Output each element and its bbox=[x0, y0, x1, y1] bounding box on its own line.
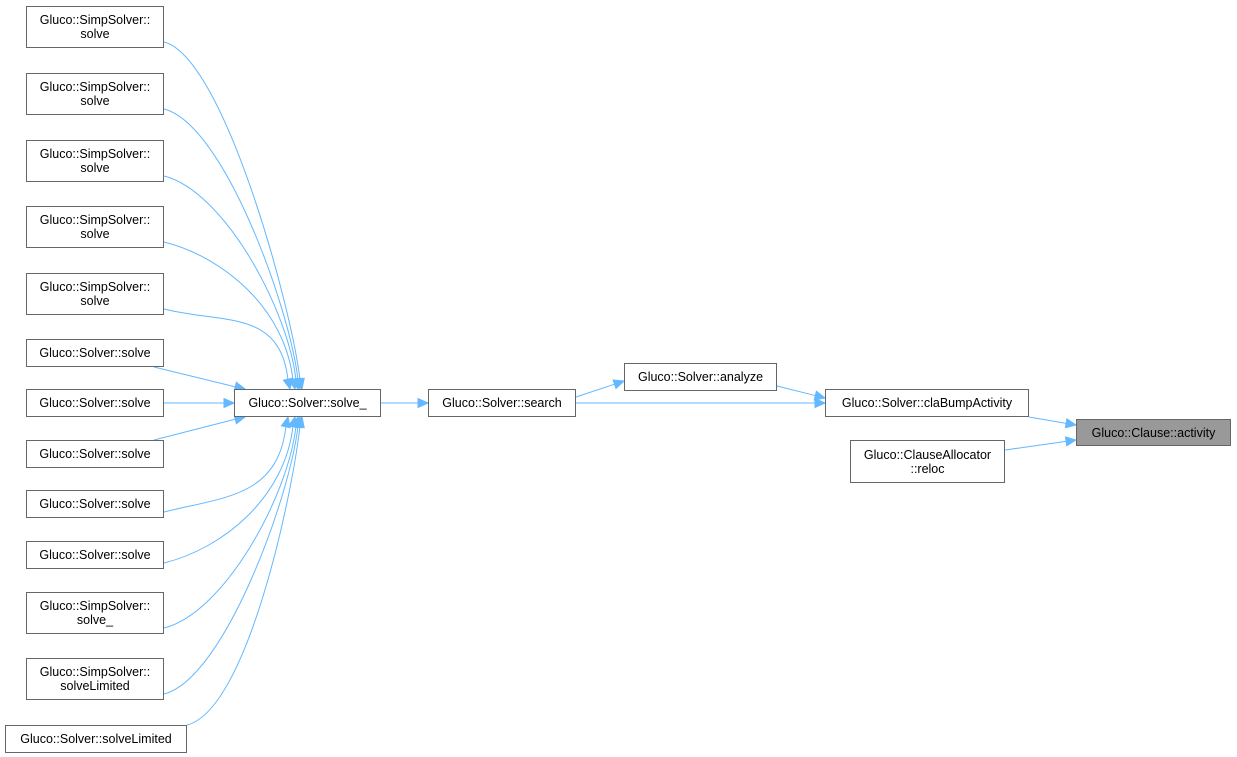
node-label: solve bbox=[80, 161, 110, 175]
edge-arrowhead bbox=[280, 415, 291, 429]
function-node[interactable]: Gluco::SimpSolver::solveLimited bbox=[26, 658, 164, 700]
function-node[interactable]: Gluco::Solver::search bbox=[428, 389, 576, 417]
node-label: Gluco::Solver::solveLimited bbox=[20, 732, 172, 746]
call-edge bbox=[153, 366, 237, 388]
node-label: solve bbox=[80, 294, 110, 308]
edge-arrowhead bbox=[813, 390, 827, 401]
edge-arrowhead bbox=[1064, 418, 1078, 429]
node-label: Gluco::Solver::solve bbox=[39, 447, 151, 461]
edge-arrowhead bbox=[282, 377, 293, 391]
node-label: ::reloc bbox=[910, 461, 945, 476]
node-label: Gluco::Solver::solve bbox=[39, 548, 151, 562]
node-label: Gluco::SimpSolver:: bbox=[39, 147, 151, 161]
function-node[interactable]: Gluco::SimpSolver::solve bbox=[26, 6, 164, 48]
call-edge bbox=[163, 425, 287, 513]
node-label: solve bbox=[80, 94, 110, 108]
function-node[interactable]: Gluco::SimpSolver::solve bbox=[26, 140, 164, 182]
call-edge bbox=[163, 41, 301, 381]
function-node[interactable]: Gluco::Solver::solve bbox=[26, 339, 164, 367]
call-edge bbox=[163, 425, 299, 695]
node-label: Gluco::Solver::solve_ bbox=[248, 396, 367, 410]
node-label: solve_ bbox=[76, 613, 114, 627]
node-label: Gluco::SimpSolver:: bbox=[39, 280, 151, 294]
current-function-node: Gluco::Clause::activity bbox=[1076, 419, 1231, 446]
edge-arrowhead bbox=[612, 379, 626, 390]
call-edge bbox=[186, 425, 301, 726]
function-node[interactable]: Gluco::Solver::analyze bbox=[624, 363, 777, 391]
call-edge bbox=[163, 175, 297, 381]
node-label: Gluco::Solver::claBumpActivity bbox=[841, 396, 1013, 410]
call-edge bbox=[163, 308, 289, 381]
function-node[interactable]: Gluco::ClauseAllocator::reloc bbox=[850, 440, 1005, 483]
function-node[interactable]: Gluco::SimpSolver::solve bbox=[26, 273, 164, 315]
function-node[interactable]: Gluco::Solver::solve bbox=[26, 440, 164, 468]
call-edge bbox=[153, 418, 237, 441]
function-node[interactable]: Gluco::SimpSolver::solve_ bbox=[26, 592, 164, 634]
node-label: Gluco::Solver::solve bbox=[39, 396, 151, 410]
edge-arrowhead bbox=[1064, 436, 1078, 447]
node-label: Gluco::SimpSolver:: bbox=[39, 599, 151, 613]
function-node[interactable]: Gluco::Solver::solve bbox=[26, 389, 164, 417]
edge-arrowhead bbox=[417, 397, 430, 409]
function-node[interactable]: Gluco::SimpSolver::solve bbox=[26, 206, 164, 248]
call-edge bbox=[1028, 416, 1067, 424]
node-label: Gluco::SimpSolver:: bbox=[39, 665, 151, 679]
edge-arrowhead bbox=[223, 397, 236, 409]
function-node[interactable]: Gluco::Solver::solve_ bbox=[234, 389, 381, 417]
call-edge bbox=[163, 108, 299, 381]
function-node[interactable]: Gluco::Solver::claBumpActivity bbox=[825, 389, 1029, 417]
call-edge bbox=[163, 425, 294, 564]
function-node[interactable]: Gluco::SimpSolver::solve bbox=[26, 73, 164, 115]
node-label: solve bbox=[80, 227, 110, 241]
node-label: Gluco::SimpSolver:: bbox=[39, 13, 151, 27]
call-edge bbox=[163, 425, 297, 629]
call-edge bbox=[776, 385, 816, 397]
node-label: Gluco::SimpSolver:: bbox=[39, 80, 151, 94]
node-label: Gluco::Solver::search bbox=[442, 396, 562, 410]
node-label: Gluco::Solver::analyze bbox=[637, 370, 764, 384]
node-label: Gluco::SimpSolver:: bbox=[39, 213, 151, 227]
function-node[interactable]: Gluco::Solver::solve bbox=[26, 541, 164, 569]
call-edge bbox=[1004, 440, 1067, 451]
call-edge bbox=[163, 241, 294, 381]
node-label: Gluco::Solver::solve bbox=[39, 497, 151, 511]
call-edge bbox=[575, 383, 615, 398]
edge-arrowhead bbox=[294, 415, 305, 429]
edge-arrowhead bbox=[814, 397, 827, 409]
function-node[interactable]: Gluco::Solver::solve bbox=[26, 490, 164, 518]
node-label: Gluco::ClauseAllocator bbox=[863, 447, 992, 462]
node-label: solve bbox=[80, 27, 110, 41]
function-node[interactable]: Gluco::Solver::solveLimited bbox=[5, 725, 187, 753]
node-label: solveLimited bbox=[60, 679, 130, 693]
node-label: Gluco::Clause::activity bbox=[1091, 425, 1216, 440]
node-label: Gluco::Solver::solve bbox=[39, 346, 151, 360]
